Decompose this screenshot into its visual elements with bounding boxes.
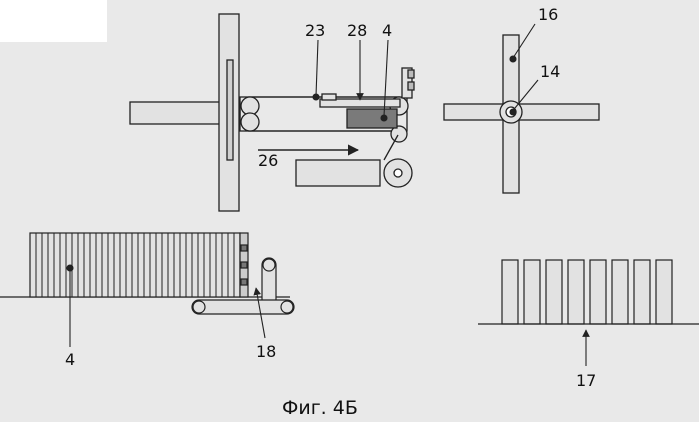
label-16: 16: [538, 5, 558, 24]
label-4-bottom: 4: [65, 350, 75, 369]
blank-patch: [0, 0, 107, 42]
belt-pulley-top-left: [241, 97, 259, 115]
disc-hub: [227, 60, 233, 160]
label-14: 14: [540, 62, 560, 81]
item-block: [347, 109, 397, 128]
belt-pulley-bottom-left: [241, 113, 259, 131]
figure-caption: Фиг. 4Б: [282, 397, 358, 419]
cross-rotor: [444, 35, 599, 193]
label-18: 18: [256, 342, 276, 361]
label-26: 26: [258, 151, 278, 170]
lower-conveyor-horizontal: [192, 300, 294, 314]
pusher-notch: [322, 94, 336, 100]
label-17: 17: [576, 371, 596, 390]
transfer-mechanism: [130, 14, 414, 211]
item-stack: [30, 233, 240, 297]
stack-assembly: [0, 233, 294, 314]
actuator-cylinder: [296, 160, 380, 186]
label-23: 23: [305, 21, 325, 40]
label-28: 28: [347, 21, 367, 40]
item-row: [478, 260, 699, 324]
label-4-top: 4: [382, 21, 392, 40]
